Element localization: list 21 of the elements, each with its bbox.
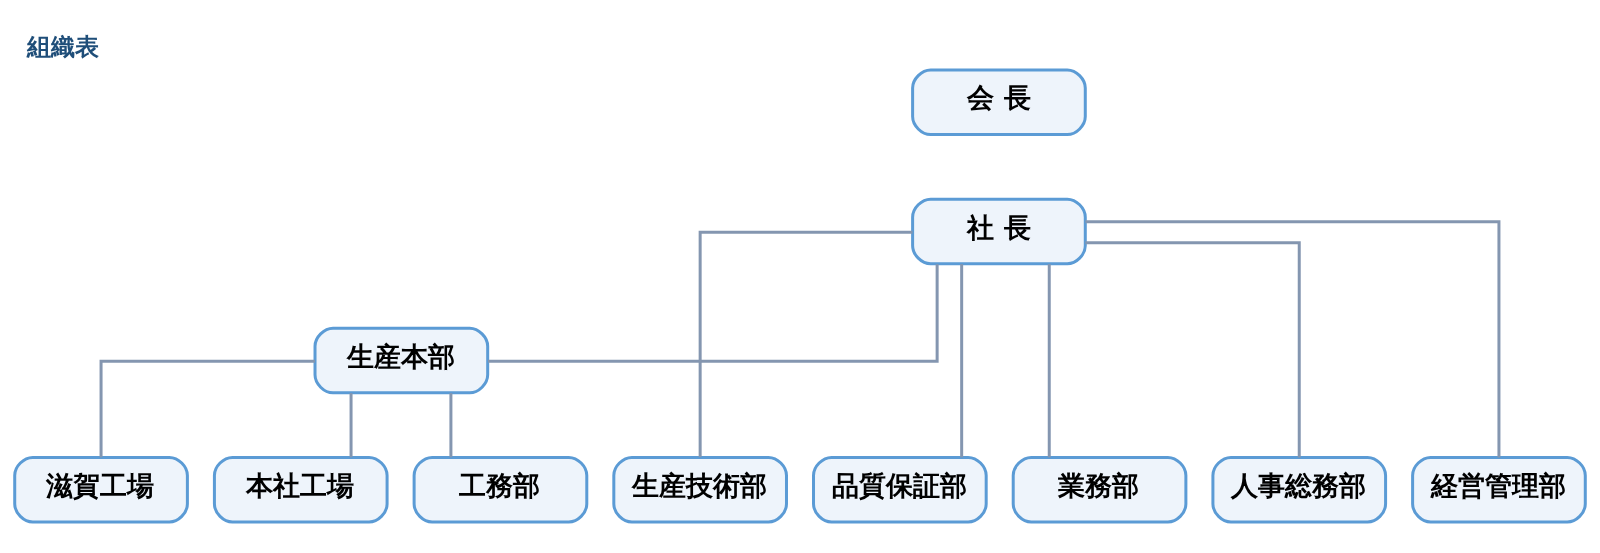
node-box: 会 長 [911, 68, 1087, 137]
connector [1085, 220, 1501, 458]
node-box: 業務部 [1011, 455, 1188, 524]
node-box: 人事総務部 [1211, 455, 1388, 524]
connector [1085, 241, 1301, 458]
connector [488, 264, 939, 363]
node-box: 生産本部 [313, 326, 490, 395]
connector [698, 230, 913, 458]
connector [960, 264, 964, 458]
node-box: 経営管理部 [1411, 455, 1587, 524]
node-box: 滋賀工場 [13, 455, 189, 524]
connector [1047, 264, 1051, 458]
connector [449, 393, 453, 458]
connector [349, 393, 353, 458]
node-box: 生産技術部 [612, 455, 788, 524]
connector [99, 359, 315, 458]
node-box: 社 長 [911, 197, 1087, 266]
node-box: 工務部 [412, 455, 589, 524]
diagram-title: 組織表 [26, 32, 99, 61]
node-box: 本社工場 [212, 455, 389, 524]
node-box: 品質保証部 [812, 455, 988, 524]
